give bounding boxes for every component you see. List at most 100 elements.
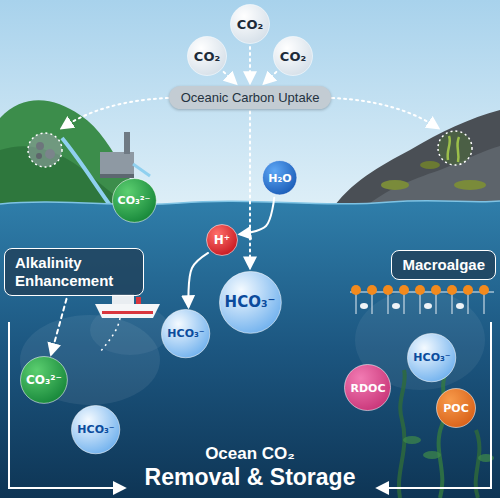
sphere-label: HCO₃⁻ bbox=[225, 293, 276, 311]
sphere bbox=[219, 271, 281, 333]
storage-bracket bbox=[9, 322, 491, 488]
factory bbox=[133, 164, 150, 176]
ship bbox=[95, 294, 160, 352]
pathway-arrows bbox=[332, 98, 438, 128]
seaweed-farm bbox=[350, 285, 494, 314]
ion-sphere: HCO₃⁻ bbox=[407, 333, 456, 382]
flow-arrow bbox=[264, 72, 276, 84]
footer-title: Ocean CO₂ bbox=[205, 444, 295, 464]
sphere-label: H₂O bbox=[268, 172, 291, 185]
sphere-label: CO₃²⁻ bbox=[26, 373, 62, 387]
box-label: Alkalinity Enhancement bbox=[15, 254, 113, 289]
kelp bbox=[423, 451, 441, 459]
factory bbox=[100, 174, 134, 178]
co2-molecule: CO₂ bbox=[187, 36, 227, 76]
storage-bracket bbox=[378, 322, 491, 488]
factory bbox=[124, 132, 130, 154]
coastal-rocks bbox=[330, 110, 500, 214]
sphere bbox=[162, 310, 210, 358]
sphere bbox=[207, 225, 238, 256]
ship bbox=[136, 297, 141, 304]
seaweed-farm bbox=[431, 285, 441, 295]
dissolving-plume bbox=[20, 290, 485, 405]
flow-arrow bbox=[249, 112, 251, 268]
sphere-label: H⁺ bbox=[214, 233, 230, 247]
factory bbox=[100, 152, 134, 174]
co2-molecule: CO₂ bbox=[273, 36, 313, 76]
process-label: Oceanic Carbon Uptake bbox=[169, 86, 332, 109]
sphere bbox=[72, 406, 120, 454]
seaweed-farm bbox=[447, 285, 457, 295]
seaweed-farm bbox=[360, 303, 368, 309]
seaweed-sample bbox=[438, 131, 472, 165]
rock-sample bbox=[28, 133, 62, 167]
ship bbox=[95, 304, 160, 318]
seaweed-farm bbox=[356, 292, 484, 314]
flow-arrow bbox=[51, 299, 66, 354]
kelp bbox=[399, 370, 494, 498]
sphere bbox=[408, 334, 456, 382]
coastal-rocks bbox=[454, 180, 486, 190]
sphere bbox=[263, 161, 297, 195]
seaweed-farm bbox=[399, 285, 409, 295]
flow-arrow bbox=[224, 72, 236, 84]
sphere bbox=[231, 5, 270, 44]
coastal-rocks bbox=[381, 180, 409, 190]
rock-sample bbox=[36, 153, 42, 159]
green-hills bbox=[0, 100, 168, 216]
ship bbox=[100, 318, 120, 352]
sphere-label: CO₂ bbox=[194, 49, 220, 64]
sphere bbox=[274, 37, 313, 76]
flow-arrow bbox=[249, 47, 251, 83]
seaweed-farm bbox=[456, 303, 464, 309]
co2-molecule: CO₂ bbox=[230, 4, 270, 44]
sphere bbox=[437, 389, 476, 428]
seaweed-farm bbox=[367, 285, 377, 295]
footer-title: Removal & Storage bbox=[145, 464, 356, 491]
ion-sphere: HCO₃⁻ bbox=[161, 309, 210, 358]
sphere-label: RDOC bbox=[350, 382, 385, 395]
seaweed-farm bbox=[392, 303, 400, 309]
coastal-rocks bbox=[330, 110, 500, 214]
sphere bbox=[21, 357, 68, 404]
method-box: Macroalgae bbox=[391, 250, 496, 280]
factory bbox=[100, 132, 150, 178]
flow-arrow bbox=[240, 198, 274, 234]
storage-bracket bbox=[9, 322, 124, 488]
sphere-label: CO₂ bbox=[237, 17, 263, 32]
coastal-rocks bbox=[420, 161, 440, 169]
ion-sphere: HCO₃⁻ bbox=[71, 405, 120, 454]
pathway-arrows bbox=[62, 98, 168, 128]
kelp bbox=[403, 436, 421, 444]
seaweed-farm bbox=[463, 285, 473, 295]
sphere-label: CO₃²⁻ bbox=[118, 194, 151, 207]
seaweed-farm bbox=[479, 285, 489, 295]
sphere bbox=[345, 365, 391, 411]
ion-sphere: CO₃²⁻ bbox=[112, 178, 157, 223]
seaweed-farm bbox=[351, 285, 361, 295]
seaweed-sample bbox=[438, 131, 472, 165]
ship bbox=[102, 311, 153, 314]
seaweed-farm bbox=[383, 285, 393, 295]
green-hills bbox=[0, 100, 168, 216]
dissolving-plume bbox=[90, 305, 170, 355]
carbon-sphere: RDOC bbox=[344, 364, 391, 411]
seaweed-farm bbox=[424, 303, 432, 309]
rock-sample bbox=[28, 133, 62, 167]
sphere bbox=[112, 178, 156, 222]
sphere-label: HCO₃⁻ bbox=[167, 327, 204, 340]
ion-sphere: CO₃²⁻ bbox=[20, 356, 68, 404]
seaweed-sample bbox=[448, 136, 459, 162]
rock-sample bbox=[36, 142, 44, 150]
ion-sphere: HCO₃⁻ bbox=[219, 271, 282, 334]
sphere-label: CO₂ bbox=[280, 49, 306, 64]
sphere-label: POC bbox=[443, 402, 469, 415]
box-label: Macroalgae bbox=[402, 256, 485, 273]
kelp bbox=[439, 372, 446, 498]
rock-sample bbox=[45, 149, 55, 159]
carbon-sphere: POC bbox=[436, 388, 476, 428]
sphere-label: HCO₃⁻ bbox=[413, 351, 450, 364]
flow-arrow bbox=[188, 253, 208, 307]
ion-sphere: H⁺ bbox=[206, 224, 238, 256]
